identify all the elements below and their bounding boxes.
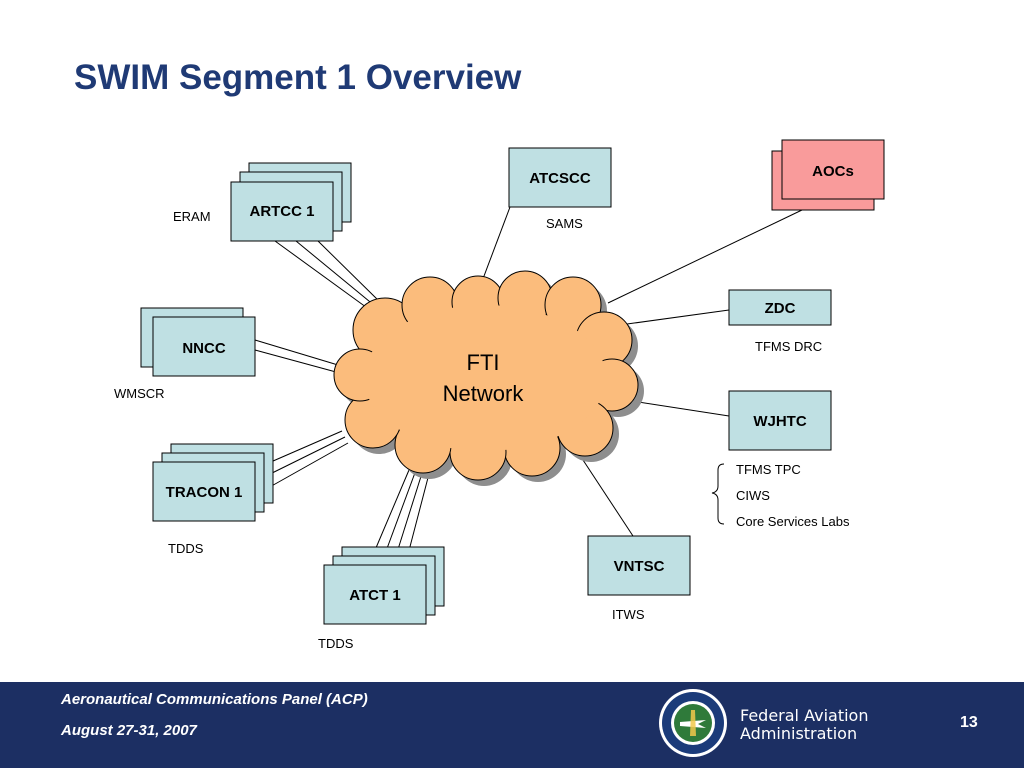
node-atct: ATCT 1 xyxy=(323,546,445,625)
link-tracon xyxy=(261,436,346,479)
node-label: AOCs xyxy=(812,163,854,180)
system-label: TDDS xyxy=(318,636,354,651)
node-atcscc: ATCSCC xyxy=(508,147,612,208)
node-artcc: ARTCC 1 xyxy=(230,162,352,242)
link-nncc xyxy=(254,349,337,373)
footer-date: August 27-31, 2007 xyxy=(61,722,197,739)
link-artcc xyxy=(274,240,371,311)
connector-lines xyxy=(254,206,803,563)
system-label: WMSCR xyxy=(114,386,165,401)
system-label: Core Services Labs xyxy=(736,514,850,529)
system-label: TDDS xyxy=(168,541,204,556)
node-label: ATCSCC xyxy=(529,170,591,187)
system-label: ERAM xyxy=(173,209,211,224)
brace-icon xyxy=(711,463,725,525)
link-artcc xyxy=(317,240,382,304)
network-diagram: FTI Network ARTCC 1 ERAM ATCSCC SAMS AOC… xyxy=(114,139,885,651)
agency-name-line1: Federal Aviation xyxy=(740,706,869,725)
node-label: ARTCC 1 xyxy=(249,203,314,220)
system-label: TFMS DRC xyxy=(755,339,822,354)
node-label: TRACON 1 xyxy=(166,484,243,501)
system-label: CIWS xyxy=(736,488,770,503)
node-zdc: ZDC xyxy=(728,289,832,326)
cloud-label-line2: Network xyxy=(443,381,525,406)
link-aocs xyxy=(607,209,803,304)
link-tracon xyxy=(267,442,349,489)
node-label: ZDC xyxy=(765,300,796,317)
node-aocs: AOCs xyxy=(771,139,885,211)
page-title: SWIM Segment 1 Overview xyxy=(74,58,522,97)
link-wjhtc xyxy=(631,400,730,417)
footer-bar xyxy=(0,682,1024,768)
node-label: NNCC xyxy=(182,340,225,357)
node-vntsc: VNTSC xyxy=(587,535,691,596)
footer-panel-name: Aeronautical Communications Panel (ACP) xyxy=(61,691,368,708)
system-label: TFMS TPC xyxy=(736,462,801,477)
link-artcc xyxy=(295,240,376,307)
link-vntsc xyxy=(582,459,634,537)
node-tracon: TRACON 1 xyxy=(152,443,274,522)
node-label: VNTSC xyxy=(614,558,665,575)
fti-network-cloud: FTI Network xyxy=(333,270,644,486)
cloud-label-line1: FTI xyxy=(467,350,500,375)
node-label: ATCT 1 xyxy=(349,587,400,604)
agency-name-line2: Administration xyxy=(740,724,858,743)
system-label: SAMS xyxy=(546,216,583,231)
link-zdc xyxy=(619,309,730,326)
system-label: ITWS xyxy=(612,607,645,622)
faa-seal-icon xyxy=(659,689,727,757)
node-label: WJHTC xyxy=(753,413,806,430)
node-nncc: NNCC xyxy=(140,307,256,377)
link-nncc xyxy=(254,339,339,366)
node-wjhtc: WJHTC xyxy=(728,390,832,451)
page-number: 13 xyxy=(960,714,978,731)
